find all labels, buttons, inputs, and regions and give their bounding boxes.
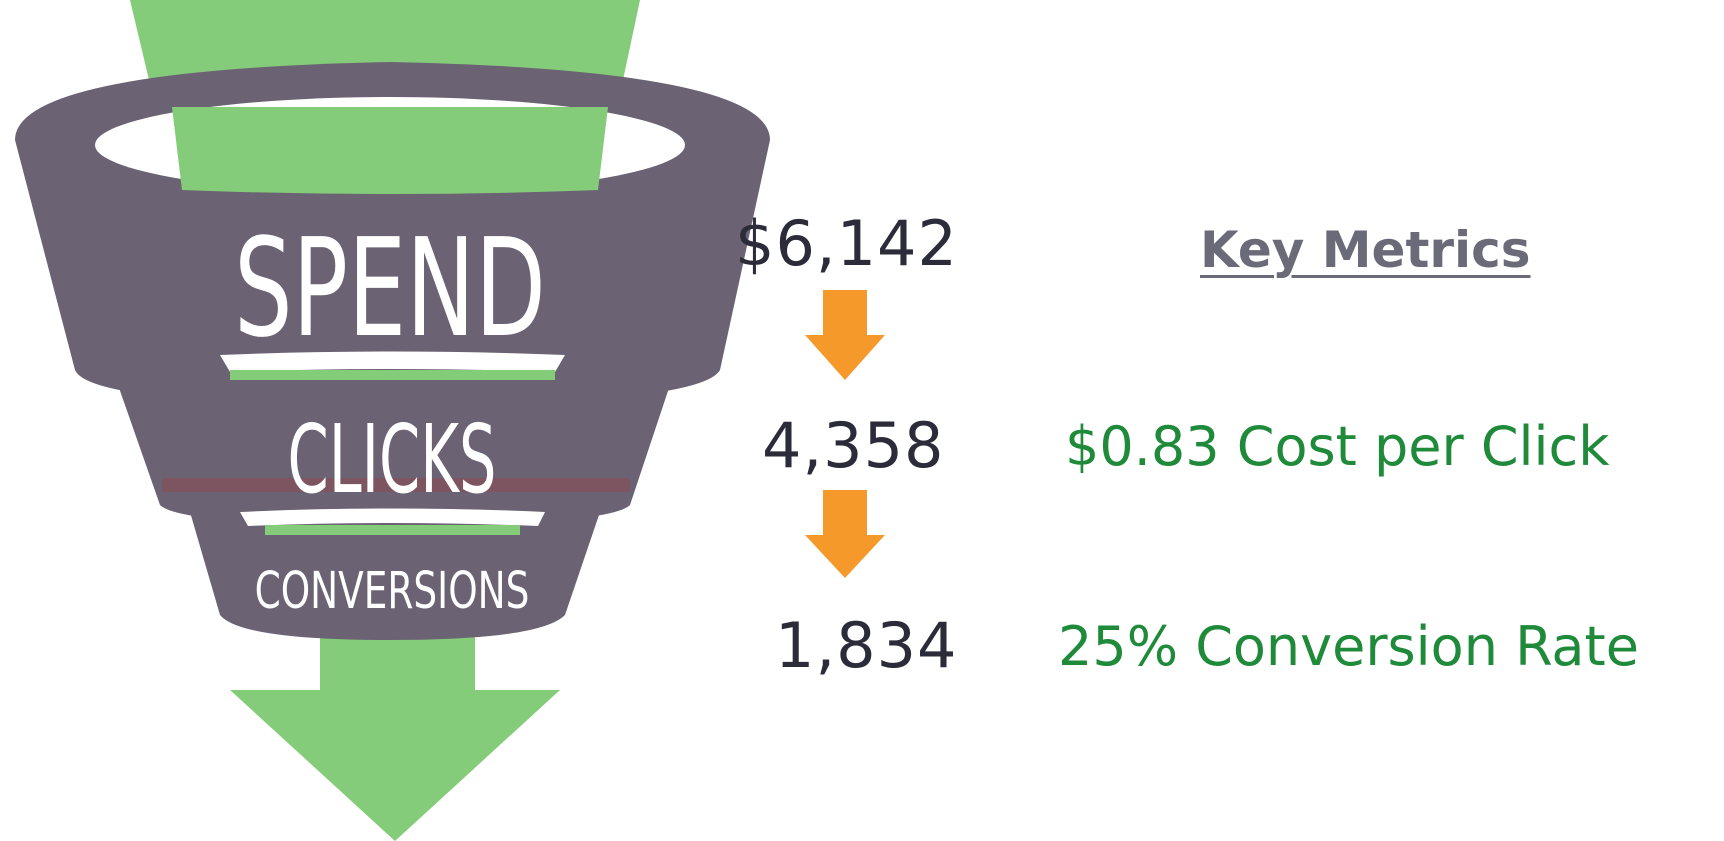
green-arrow-in-rim (172, 107, 608, 194)
spend-value: $6,142 (735, 207, 958, 280)
orange-arrow-down-2 (805, 490, 885, 578)
conversion-rate-metric: 25% Conversion Rate (1058, 615, 1639, 678)
green-arrow-bottom (230, 620, 560, 841)
green-sliver-conversions (265, 525, 520, 535)
highlight-clicks (220, 351, 565, 372)
cost-per-click-metric: $0.83 Cost per Click (1065, 415, 1610, 478)
orange-arrow-down-1 (805, 290, 885, 380)
red-tint-band (162, 478, 630, 492)
conversions-value: 1,834 (775, 609, 958, 682)
stage-label-clicks: CLICKS (288, 404, 497, 514)
stage-label-spend: SPEND (234, 210, 546, 368)
key-metrics-heading: Key Metrics (1200, 221, 1531, 279)
green-sliver-clicks (230, 370, 555, 380)
stage-label-conversions: CONVERSIONS (255, 563, 530, 621)
highlight-conversions (240, 508, 545, 526)
clicks-value: 4,358 (762, 409, 945, 482)
